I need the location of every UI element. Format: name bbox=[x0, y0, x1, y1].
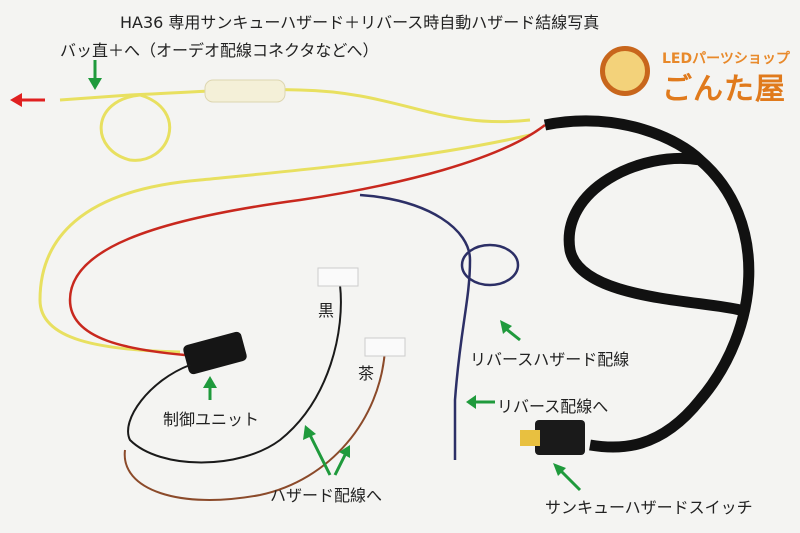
brown-label: 茶 bbox=[358, 364, 375, 383]
battery-label: バッ直＋へ（オーデオ配線コネクタなどへ） bbox=[60, 41, 379, 60]
black-wire bbox=[127, 284, 342, 464]
switch-lever bbox=[520, 430, 540, 446]
logo-mascot-icon bbox=[600, 46, 650, 96]
shop-logo: LEDパーツショップ ごんた屋 bbox=[600, 44, 795, 107]
navy-loop bbox=[460, 243, 520, 287]
logo-main-text: ごんた屋 bbox=[662, 72, 786, 107]
control-unit bbox=[183, 331, 247, 375]
black-label: 黒 bbox=[318, 301, 335, 320]
yellow-wire bbox=[59, 87, 531, 124]
yellow-wire-2 bbox=[38, 133, 531, 354]
to-hazard-wire-label: ハザード配線へ bbox=[270, 486, 383, 505]
connector-brown bbox=[364, 337, 406, 357]
logo-top-text: LEDパーツショップ bbox=[662, 51, 790, 67]
control-unit-label: 制御ユニット bbox=[163, 410, 260, 429]
switch-body bbox=[535, 420, 585, 455]
yellow-loop bbox=[99, 93, 171, 162]
brown-wire bbox=[123, 349, 386, 501]
connector-black bbox=[317, 267, 359, 287]
navy-wire bbox=[359, 193, 472, 460]
fuse-holder bbox=[204, 79, 286, 103]
page-title: HA36 専用サンキューハザード＋リバース時自動ハザード結線写真 bbox=[120, 13, 600, 32]
corrugated-tube bbox=[543, 115, 755, 453]
red-arrow-icon bbox=[10, 93, 45, 107]
reverse-hazard-wire-label: リバースハザード配線 bbox=[470, 350, 630, 369]
to-reverse-wire-label: リバース配線へ bbox=[497, 397, 609, 416]
switch-label: サンキューハザードスイッチ bbox=[545, 498, 753, 517]
red-wire bbox=[68, 124, 546, 357]
